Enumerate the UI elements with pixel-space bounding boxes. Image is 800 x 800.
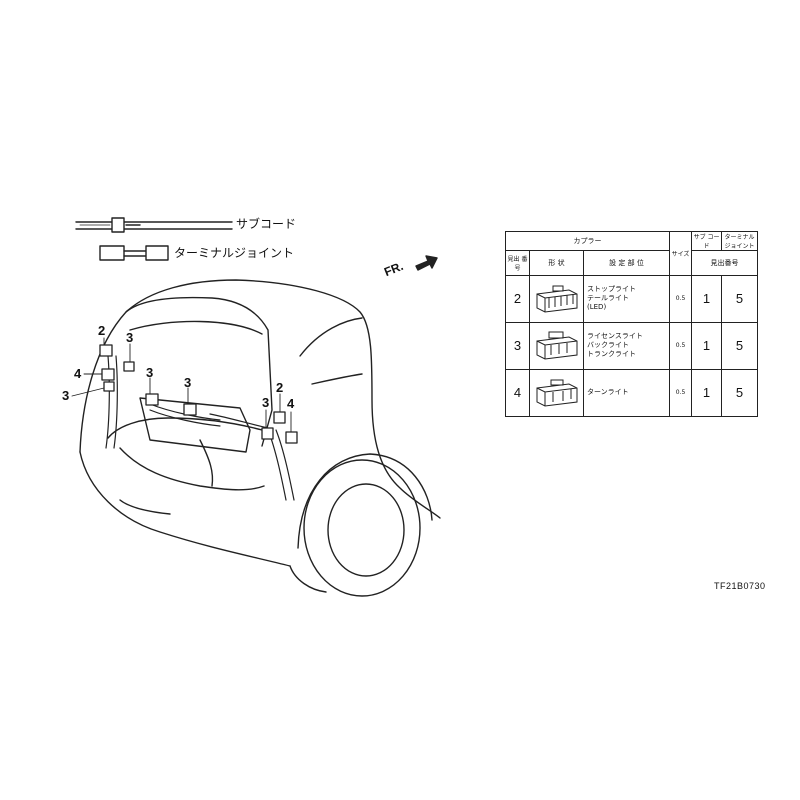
- callout-center-3-right: 3: [184, 375, 192, 390]
- row-size: 0.5: [669, 321, 693, 370]
- sub-cord-symbol: [75, 217, 233, 233]
- shape-header: 形 状: [529, 250, 584, 276]
- callout-leaders: [71, 337, 292, 433]
- row-ref: 4: [505, 368, 530, 418]
- row-sub-cord: 1: [691, 321, 723, 370]
- connectors: [99, 344, 298, 444]
- callout-left-3-bottom: 3: [62, 388, 70, 403]
- sub-cord-header: サブ コード: [691, 230, 723, 252]
- sub-cord-label: サブコード: [236, 217, 297, 231]
- coupler-shape-3: [529, 321, 584, 370]
- callout-right-3: 3: [262, 395, 270, 410]
- coupler-spec-table: カプラー サイズ サブ コード ターミナル ジョイント 見出 番号 形 状 設 …: [504, 230, 759, 418]
- table-row: 4 ターンライト 0.5 1 5: [505, 368, 759, 418]
- table-row: 2 ストップライト テールライト (LED) 0.5 1 5: [505, 274, 759, 323]
- coupler-3-icon: [536, 331, 577, 360]
- reference-code: TF21B0730: [714, 581, 766, 591]
- coupler-shape-2: [529, 274, 584, 323]
- row-locations: ライセンスライト バックライト トランクライト: [582, 321, 671, 370]
- row-terminal-joint: 5: [721, 321, 759, 370]
- callout-left-4: 4: [74, 366, 82, 381]
- coupler-shape-4: [529, 368, 584, 418]
- car-body: [79, 279, 441, 597]
- callout-center-3-left: 3: [146, 365, 154, 380]
- row-ref: 2: [505, 274, 530, 323]
- terminal-joint-symbol: [99, 245, 169, 261]
- row-size: 0.5: [669, 274, 693, 323]
- ref-no-span-header: 見出番号: [691, 250, 759, 276]
- coupler-2-icon: [536, 285, 577, 313]
- terminal-joint-header: ターミナル ジョイント: [721, 230, 759, 252]
- row-terminal-joint: 5: [721, 274, 759, 323]
- front-direction-arrow: [415, 255, 438, 271]
- row-sub-cord: 1: [691, 368, 723, 418]
- row-terminal-joint: 5: [721, 368, 759, 418]
- row-size: 0.5: [669, 368, 693, 418]
- coupler-header: カプラー: [504, 230, 671, 252]
- callout-left-3-top: 3: [126, 330, 134, 345]
- table-row: 3 ライセンスライト バックライト トランクライト 0.5 1 5: [505, 321, 759, 370]
- callout-right-4: 4: [287, 396, 295, 411]
- row-ref: 3: [505, 321, 530, 370]
- coupler-4-icon: [536, 379, 577, 407]
- callout-right-2: 2: [276, 380, 284, 395]
- row-sub-cord: 1: [691, 274, 723, 323]
- terminal-joint-label: ターミナルジョイント: [174, 246, 295, 260]
- row-locations: ストップライト テールライト (LED): [582, 274, 671, 323]
- row-locations: ターンライト: [582, 368, 671, 418]
- ref-no-header: 見出 番号: [505, 250, 530, 276]
- location-header: 設 定 部 位: [582, 250, 671, 276]
- callout-left-2: 2: [98, 323, 106, 338]
- size-header: サイズ: [669, 231, 693, 276]
